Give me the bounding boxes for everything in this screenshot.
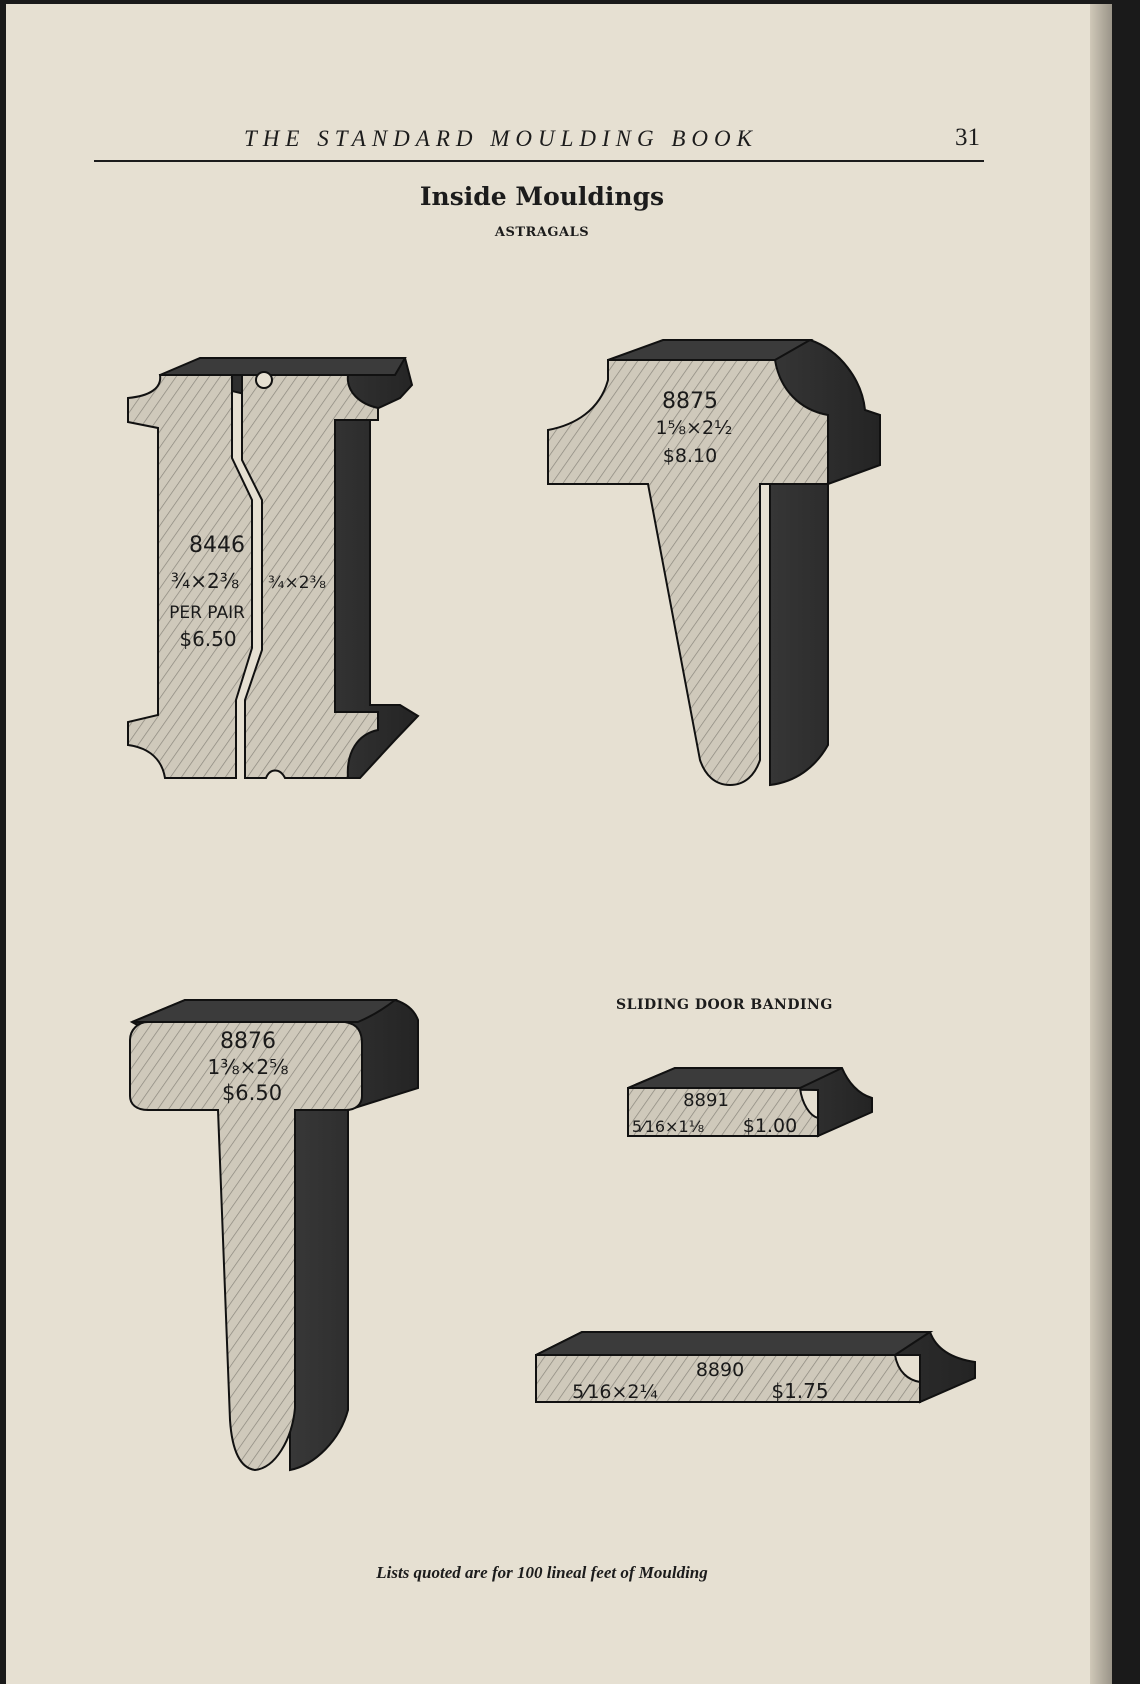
moulding-8876-number: 8876: [220, 1029, 276, 1054]
moulding-8891-number: 8891: [683, 1090, 729, 1111]
section-title: Inside Mouldings: [419, 182, 665, 211]
moulding-8446-note: PER PAIR: [169, 603, 245, 623]
moulding-8890-price: $1.75: [771, 1379, 828, 1403]
section-subtitle: ASTRAGALS: [494, 225, 590, 240]
moulding-8446-size-pair: ¾×2⅜: [268, 573, 326, 593]
footer-note: Lists quoted are for 100 lineal feet of …: [376, 1563, 708, 1582]
page-number: 31: [955, 124, 980, 151]
moulding-8446: 8446 ¾×2⅜ ¾×2⅜ PER PAIR $6.50: [127, 357, 420, 779]
moulding-8891-price: $1.00: [743, 1115, 797, 1137]
moulding-8875-number: 8875: [662, 389, 718, 414]
moulding-8891-size: 5⁄16×1⅛: [632, 1117, 704, 1136]
moulding-8446-number: 8446: [189, 533, 245, 558]
moulding-8890-number: 8890: [696, 1359, 744, 1381]
book-page: [6, 4, 1112, 1684]
running-head: THE STANDARD MOULDING BOOK 31: [94, 124, 984, 162]
moulding-8891: 8891 5⁄16×1⅛ $1.00: [627, 1067, 873, 1138]
moulding-8876-size: 1⅜×2⅝: [208, 1055, 289, 1079]
moulding-8875: 8875 1⅝×2½ $8.10: [547, 339, 881, 787]
moulding-8875-price: $8.10: [663, 445, 717, 467]
book-title: THE STANDARD MOULDING BOOK: [244, 126, 758, 151]
moulding-8890-size: 5⁄16×2¼: [572, 1381, 658, 1403]
page-edge-shadow: [1090, 4, 1112, 1684]
moulding-8876: 8876 1⅜×2⅝ $6.50: [129, 999, 419, 1472]
moulding-8876-price: $6.50: [222, 1081, 282, 1105]
moulding-8890: 8890 5⁄16×2¼ $1.75: [535, 1331, 976, 1404]
moulding-8446-size: ¾×2⅜: [171, 569, 239, 593]
moulding-8446-price: $6.50: [179, 627, 236, 651]
banding-heading: SLIDING DOOR BANDING: [616, 997, 833, 1013]
moulding-8875-size: 1⅝×2½: [656, 417, 733, 439]
